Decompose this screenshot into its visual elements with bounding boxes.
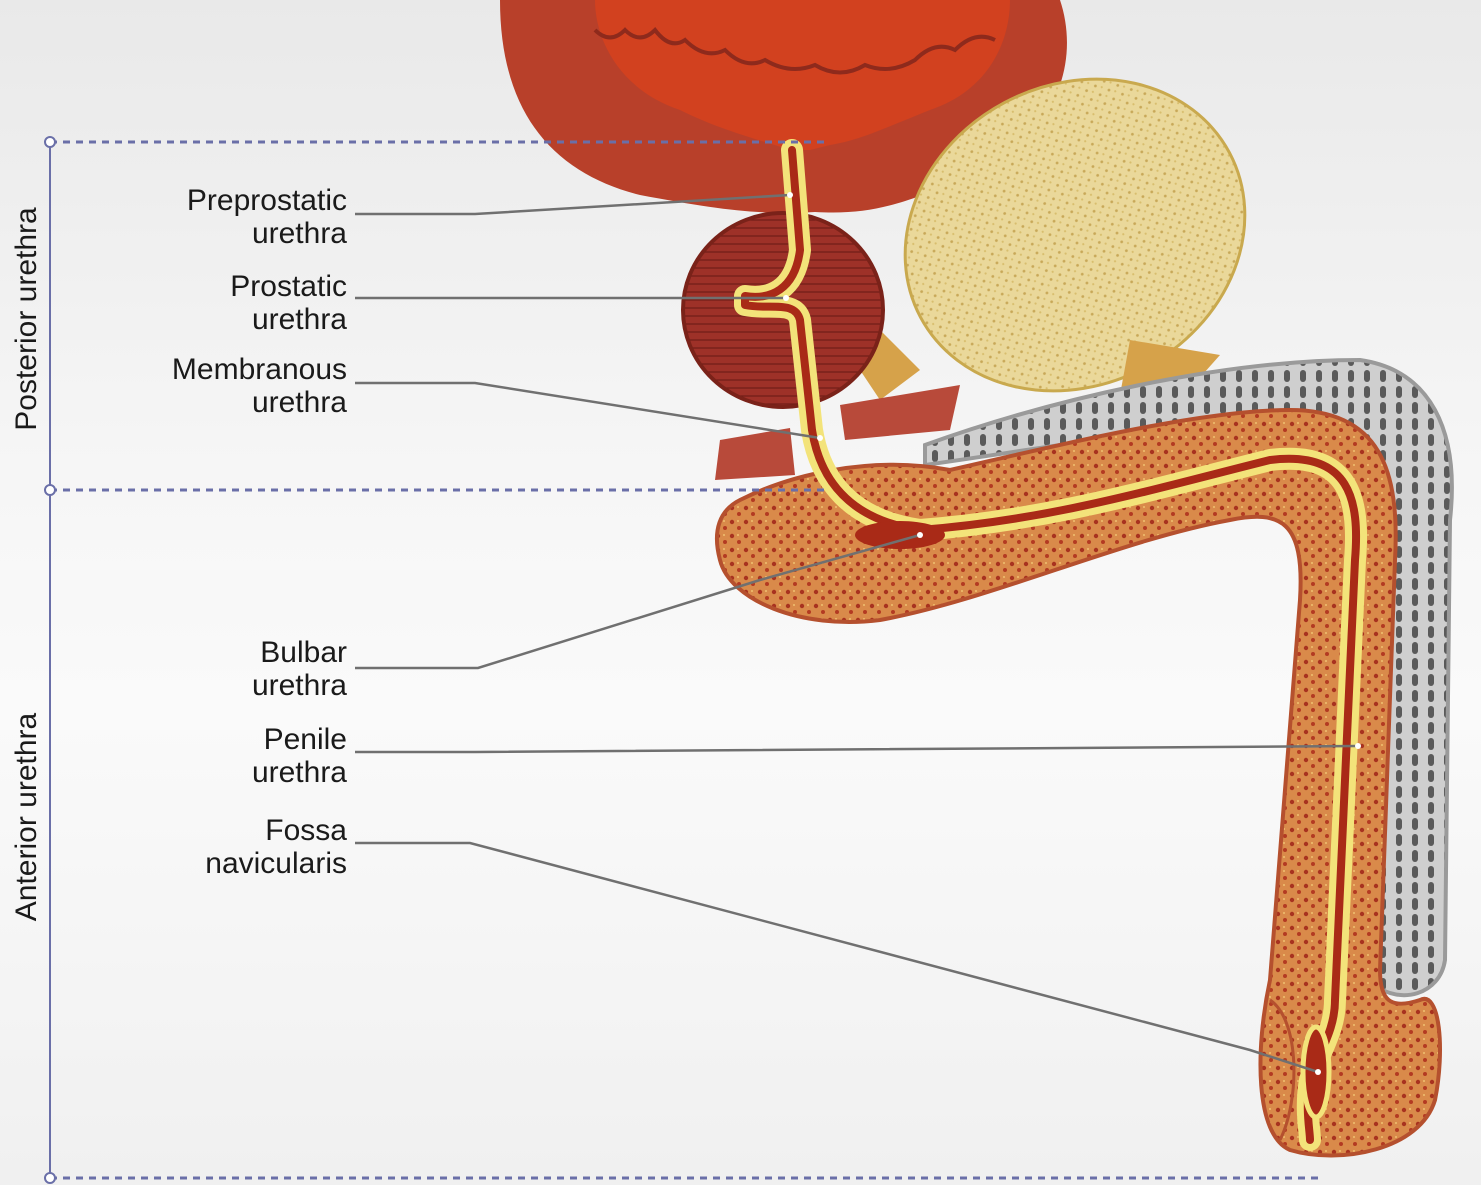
urogenital-diaphragm: [715, 385, 960, 480]
leader-lines: [355, 193, 1359, 1074]
anterior-urethra-label: Anterior urethra: [10, 712, 43, 922]
leader-endpoints: [783, 192, 1361, 1075]
leader-penile: [355, 744, 1359, 754]
corpus-spongiosum: [714, 407, 1442, 1158]
posterior-urethra-label: Posterior urethra: [10, 207, 43, 431]
bladder: [500, 0, 1067, 213]
leader-fossa: [355, 841, 1319, 1074]
leader-bulbar: [355, 533, 921, 670]
leader-preprostatic: [355, 193, 791, 216]
leader-membranous: [355, 381, 821, 440]
region-brackets: [44, 136, 1320, 1184]
